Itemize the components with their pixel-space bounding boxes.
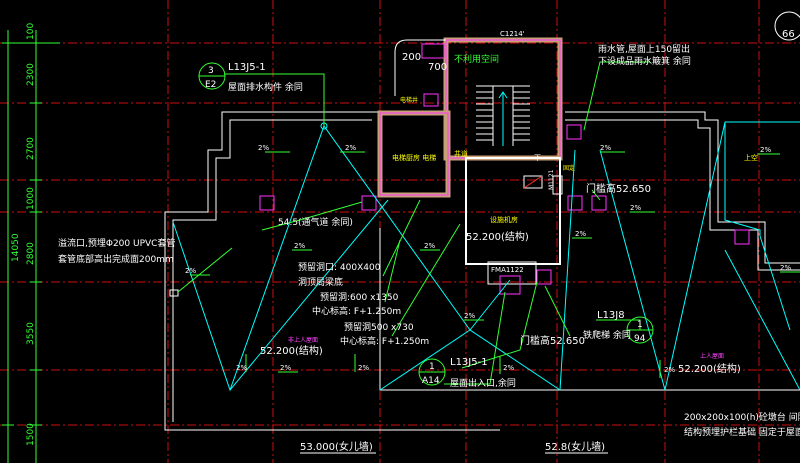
slope-8: 2% — [280, 364, 291, 372]
slope-arrows — [190, 151, 800, 378]
shaft-outline — [394, 39, 446, 96]
elev-door-2: 门槛高52.650 — [520, 334, 585, 347]
elev-door-1: 门槛高52.650 — [586, 182, 651, 195]
note-support-1: 200x200x100(h)砼墩台 间隔 — [684, 411, 800, 423]
note-hole1-a: 预留洞口: 400X400 — [298, 261, 381, 273]
equipment-room — [465, 157, 561, 265]
callout-94-desc: 铁爬梯 余同 — [583, 329, 631, 341]
elevator-room-label: 电梯厨房 电梯 — [392, 153, 436, 162]
note-hole1-b: 洞顶局梁底 — [298, 276, 343, 288]
slope-5: 2% — [424, 242, 435, 250]
note-vent: 54.5(通气道 余同) — [278, 216, 353, 228]
callout-e2-num: 3 — [208, 66, 214, 76]
grid-bubble — [774, 11, 800, 41]
small-box — [423, 93, 439, 107]
dim-1: 100 — [26, 23, 36, 40]
callout-94-sheet: 94 — [634, 334, 646, 344]
storage-label: 设施机房 — [490, 215, 518, 224]
note-hole3-b: 中心标高: F+1.250m — [340, 335, 429, 347]
note-overflow-1: 溢流口,预埋Φ200 UPVC套管 — [58, 237, 175, 249]
slope-6: 2% — [185, 267, 196, 275]
dim-7: 1500 — [26, 423, 36, 446]
slope-10: 2% — [780, 264, 791, 272]
slope-2: 2% — [345, 144, 356, 152]
callout-e2-sheet: E2 — [205, 80, 216, 90]
callout-a14-desc: 屋面出入口,余同 — [450, 377, 516, 389]
grid-bubble-label: 66 — [782, 29, 795, 40]
roof-label-left: 非上人屋面 — [288, 336, 318, 344]
fma-door-box — [487, 261, 537, 285]
slope-16: 2% — [503, 364, 514, 372]
dim-700: 700 — [428, 62, 447, 73]
overflow-box — [169, 289, 179, 297]
slope-13: 2% — [236, 364, 247, 372]
vent-box — [421, 43, 445, 59]
leader-lines — [177, 61, 650, 385]
slope-7: 2% — [294, 242, 305, 250]
dim-3: 2700 — [26, 137, 36, 160]
elev-struct-right: 52.200(结构) — [678, 362, 741, 375]
note-overflow-2: 套管底部高出完成面200mm — [58, 253, 174, 265]
jing-label: 井道 — [454, 149, 468, 158]
up-label: 上空 — [744, 153, 758, 162]
door-swing-line — [523, 175, 543, 189]
down-label: 下 — [534, 154, 541, 162]
window-label: C1214' — [500, 30, 525, 38]
slope-11: 2% — [760, 146, 771, 154]
note-support-2: 结构预埋护栏基础 固定于屋面女儿墙 — [684, 426, 800, 438]
elevator-room-outline — [379, 112, 449, 196]
dim-200: 200 — [402, 52, 421, 63]
fma-door-label: FMA1122 — [491, 266, 524, 274]
fixed-label: 固定 — [563, 164, 575, 172]
stair-treads — [476, 85, 530, 146]
note-hole2-b: 中心标高: F+1.250m — [312, 305, 401, 317]
roof-label-right: 上人屋面 — [700, 352, 724, 360]
stair-label: 不利用空间 — [454, 53, 499, 65]
slope-12: 2% — [575, 230, 586, 238]
parapet-inner-line — [724, 121, 800, 236]
note-rain-pipe-1: 雨水管,屋面上150留出 — [598, 43, 690, 55]
elev-struct-center: 52.200(结构) — [466, 230, 529, 243]
elev-struct-left: 52.200(结构) — [260, 344, 323, 357]
dim-total: 14050 — [11, 233, 21, 262]
dim-2: 2300 — [26, 63, 36, 86]
shaft-text: 电梯井 — [400, 96, 418, 104]
callout-e2-desc: 屋面排水构件 余同 — [228, 81, 303, 93]
roof-drains — [259, 124, 750, 285]
door-m-label: M1121 — [548, 169, 555, 190]
dim-6: 3550 — [26, 322, 36, 345]
dim-4: 1000 — [26, 187, 36, 210]
slope-9: 2% — [464, 312, 475, 320]
fma-step — [499, 275, 521, 295]
callout-94-ref: L13J8 — [597, 310, 625, 321]
dimension-chain — [2, 30, 60, 463]
note-hole2-a: 预留洞:600 x1350 — [320, 291, 399, 303]
elev-parapet-2: 52.8(女儿墙) — [545, 440, 605, 453]
roof-outline — [164, 111, 800, 431]
stair-arrow — [498, 91, 508, 146]
elev-parapet-1: 53.000(女儿墙) — [300, 440, 373, 453]
callout-94-num: 1 — [637, 320, 643, 330]
slope-15: 2% — [664, 366, 675, 374]
dim-5: 2800 — [26, 242, 36, 265]
slope-4: 2% — [630, 204, 641, 212]
callout-a14-num: 1 — [429, 362, 435, 372]
slope-14: 2% — [358, 364, 369, 372]
note-rain-pipe-2: 下设成品雨水簸箕 余同 — [598, 55, 691, 67]
slope-3: 2% — [600, 144, 611, 152]
door-swing — [523, 175, 543, 189]
callout-e2-ref: L13J5-1 — [228, 62, 266, 73]
callout-a14-sheet: A14 — [422, 376, 440, 386]
callout-a14-ref: L13J5-1 — [450, 357, 488, 368]
door-m1121-frame — [552, 175, 563, 195]
slope-lines — [172, 121, 800, 392]
note-hole3-a: 预留洞500 x730 — [344, 321, 414, 333]
slope-1: 2% — [258, 144, 269, 152]
